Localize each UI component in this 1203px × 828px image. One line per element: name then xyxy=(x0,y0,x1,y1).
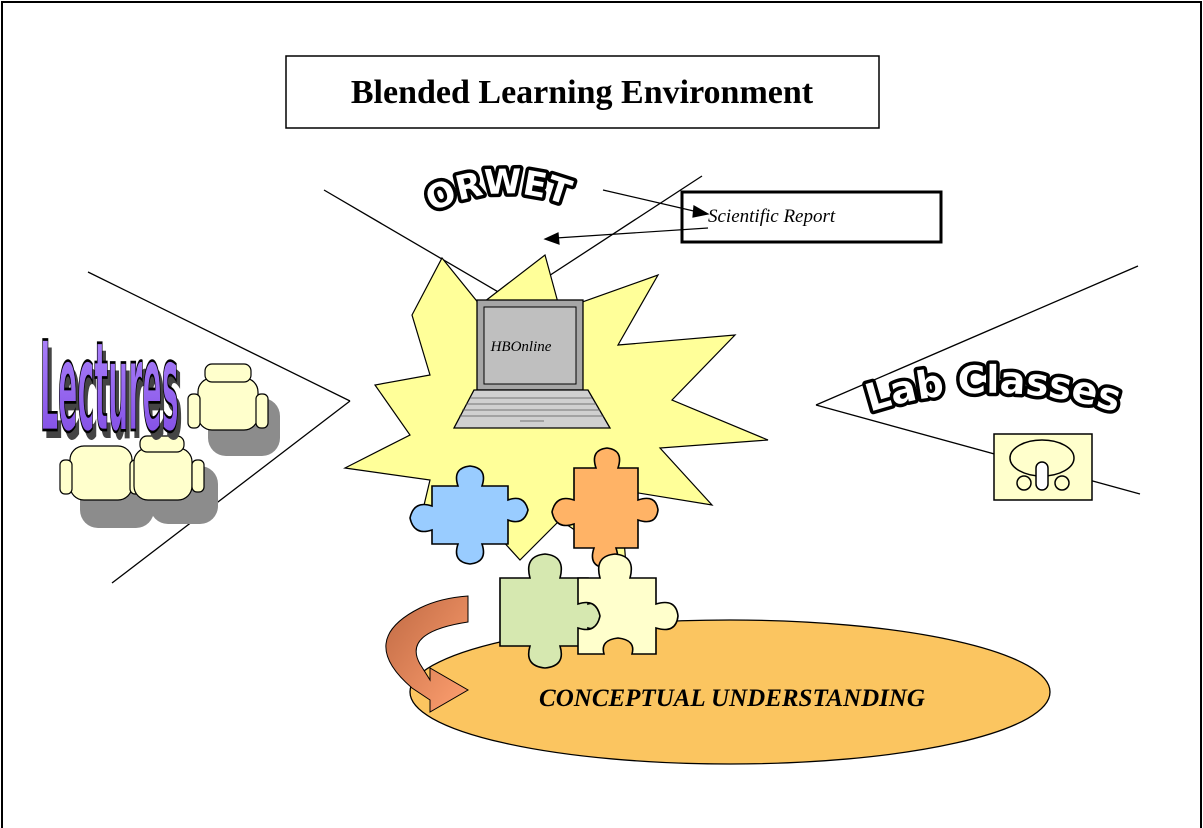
puzzle-pieces-icon xyxy=(409,447,679,669)
scientific-report-box xyxy=(680,190,943,244)
conceptual-understanding-label: CONCEPTUAL UNDERSTANDING xyxy=(539,685,925,712)
scientific-report-label: Scientific Report xyxy=(708,206,836,227)
puzzle-piece-cream xyxy=(577,553,679,655)
curved-arrow-icon xyxy=(385,595,469,713)
title-box xyxy=(285,55,880,129)
lab-equipment-icon xyxy=(993,433,1093,501)
conceptual-understanding-ellipse xyxy=(409,619,1051,765)
lectures-wordart: Lectures Lectures xyxy=(39,315,183,469)
lab-classes-label: Lab Classes xyxy=(860,358,1126,421)
puzzle-piece-blue xyxy=(409,465,529,565)
puzzle-piece-orange xyxy=(551,447,659,569)
lectures-shadow: Lectures xyxy=(44,324,183,469)
orwet-label: ORWET xyxy=(420,162,577,220)
report-arrows xyxy=(543,189,710,245)
hbonline-label: HBOnline xyxy=(490,339,552,355)
laptop-icon xyxy=(452,299,612,429)
page-title: Blended Learning Environment xyxy=(351,74,814,111)
chairs-icon xyxy=(59,363,280,528)
lectures-label: Lectures xyxy=(40,316,179,461)
